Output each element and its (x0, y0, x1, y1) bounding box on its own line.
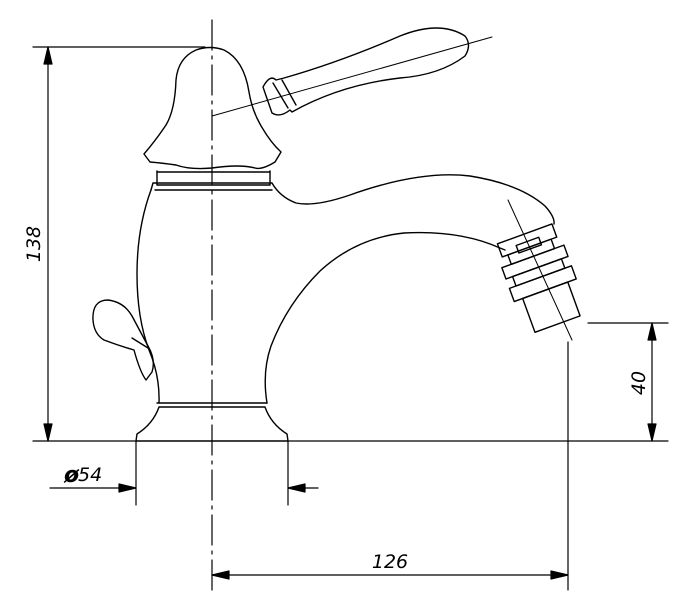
base-diameter-label: 54 (78, 464, 102, 486)
lever-axis (211, 36, 493, 117)
faucet-outline (92, 27, 581, 442)
spout-height-arrow-top (647, 322, 657, 341)
lever-ring-2 (281, 79, 297, 106)
spout-top (150, 174, 555, 225)
popup-knob (92, 299, 155, 381)
body-left-side (136, 189, 160, 404)
popup-knob-ring (131, 337, 149, 349)
spout-reach-label: 126 (372, 551, 408, 573)
lever-handle (262, 27, 470, 116)
aerator-nozzle (496, 223, 581, 333)
dia-arrow-left (118, 483, 137, 493)
spout-height-arrow-bottom (647, 423, 657, 442)
dimension-lines (32, 46, 669, 591)
nozzle-axis (507, 199, 573, 341)
spout-underside (264, 231, 506, 404)
lever-ring-1 (272, 82, 289, 109)
dimension-labels: 138 ø 54 40 126 (23, 226, 650, 573)
dome-cap (143, 46, 282, 170)
reach-arrow-right (550, 570, 569, 580)
reach-arrow-left (211, 570, 230, 580)
height-label: 138 (23, 226, 45, 262)
dia-arrow-right (287, 483, 306, 493)
height-arrow-bottom (43, 423, 53, 442)
spout-height-label: 40 (628, 371, 650, 395)
height-arrow-top (43, 46, 53, 65)
base-diameter-symbol: ø (63, 463, 80, 488)
